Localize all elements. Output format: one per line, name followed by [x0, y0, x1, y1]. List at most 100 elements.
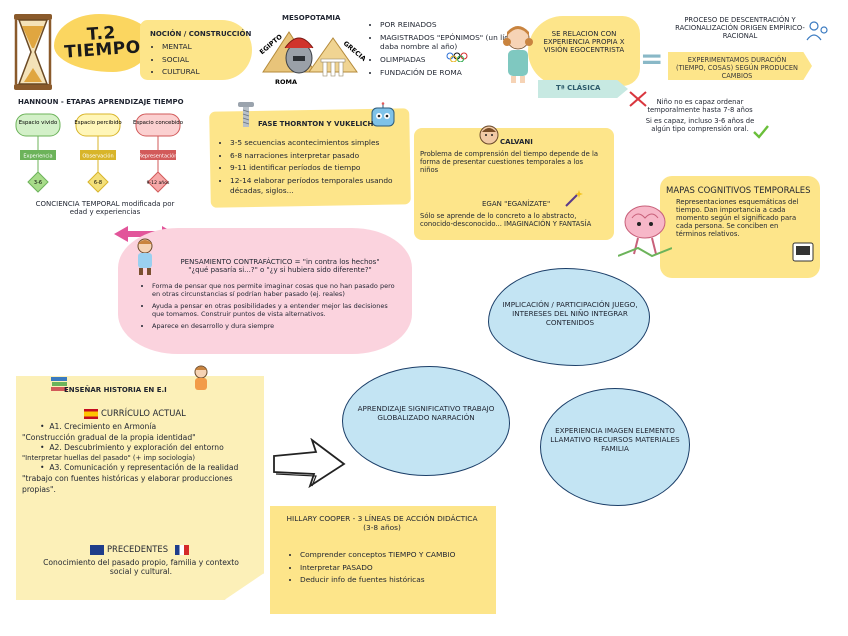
aprendizaje-cloud — [342, 366, 510, 476]
title-background — [54, 14, 152, 72]
hourglass-icon — [14, 14, 52, 90]
hannoun-title: HANNOUN - ETAPAS APRENDIZAJE TIEMPO — [18, 98, 184, 106]
list-item: POR REINADOS — [380, 20, 518, 30]
list-item: 9-11 identificar períodos de tiempo — [230, 163, 408, 173]
precedentes-text: Conocimiento del pasado propio, familia … — [43, 558, 239, 576]
roma-label: ROMA — [275, 78, 297, 86]
ensenar-note — [16, 376, 264, 600]
pensamiento-subtitle: "¿qué pasaría si...?" o "¿y si hubiera s… — [188, 266, 372, 274]
relacion-text: SE RELACION CON EXPERIENCIA PROPIA X VIS… — [543, 30, 625, 54]
france-flag-icon — [174, 544, 189, 555]
hillary-title: HILLARY COOPER - 3 LÍNEAS DE ACCIÓN DIDÁ… — [286, 514, 478, 532]
proceso-text: PROCESO DE DESCENTRACIÓN Y RACIONALIZACI… — [675, 16, 805, 40]
nino-line-2: Si es capaz, incluso 3-6 años de algún t… — [645, 117, 755, 133]
pensamiento-heading: PENSAMIENTO CONTRAFÁCTICO = "in contra l… — [180, 258, 380, 266]
olympic-rings-icon — [446, 52, 468, 62]
title-line-2: TIEMPO — [63, 37, 142, 63]
list-item: 12-14 elaborar períodos temporales usand… — [230, 176, 408, 195]
photo-icon — [792, 242, 814, 262]
cross-icon — [629, 91, 647, 107]
list-item: Ayuda a pensar en otras posibilidades y … — [152, 302, 400, 319]
dating-systems-list: POR REINADOS MAGISTRADOS "EPÓNIMOS" (un … — [368, 20, 518, 80]
mapas-title: MAPAS COGNITIVOS TEMPORALES — [666, 186, 811, 196]
pensamiento-list: Forma de pensar que nos permite imaginar… — [140, 282, 400, 333]
curriculo-item: A1. Crecimiento en Armonía — [49, 422, 157, 431]
mapas-text: Representaciones esquemáticas del tiempo… — [676, 198, 799, 238]
list-item: Forma de pensar que nos permite imaginar… — [152, 282, 400, 299]
stage-label: Espacio percibido — [74, 120, 121, 126]
ensenar-title: ENSEÑAR HISTORIA EN E.I — [64, 386, 167, 394]
precedentes-title: PRECEDENTES — [90, 544, 192, 555]
uk-flag-icon — [90, 544, 104, 555]
experiencia-cloud — [540, 388, 690, 506]
precedentes-label: PRECEDENTES — [107, 544, 169, 554]
clasica-label: Tª CLÁSICA — [556, 84, 601, 92]
nino-line-1: Niño no es capaz ordenar temporalmente h… — [647, 98, 753, 114]
list-item: Comprender conceptos TIEMPO Y CAMBIO — [300, 550, 488, 560]
nino-text: Niño no es capaz ordenar temporalmente h… — [640, 98, 760, 133]
big-arrow-icon — [273, 438, 346, 488]
spain-flag-icon — [84, 408, 98, 419]
magic-wand-icon — [565, 190, 583, 207]
pensamiento-cloud — [118, 228, 412, 354]
hillary-list: Comprender conceptos TIEMPO Y CAMBIO Int… — [288, 550, 488, 588]
girl-illustration — [503, 26, 533, 83]
student-icon — [194, 365, 208, 390]
stage-sub: Experiencia — [23, 154, 52, 160]
conciencia-text: CONCIENCIA TEMPORAL modificada por edad … — [35, 200, 175, 216]
list-item: CULTURAL — [162, 67, 200, 77]
list-item: • A2. Descubrimiento y exploración del e… — [40, 443, 224, 453]
implicacion-text: IMPLICACIÓN / PARTICIPACIÓN JUEGO, INTER… — [502, 300, 638, 327]
calvani-face-icon — [479, 125, 499, 145]
stage-sub: Representación — [139, 153, 178, 160]
curriculo-label: CURRÍCULO ACTUAL — [101, 408, 186, 418]
stage-sub: Observación — [82, 153, 113, 160]
checkmark-icon — [753, 125, 769, 139]
list-item: MAGISTRADOS "EPÓNIMOS" (un líder daba no… — [380, 33, 518, 52]
page-title: T.2 TIEMPO — [61, 23, 143, 63]
ancient-civilizations-illustration: EGIPTO GRECIA ROMA — [258, 31, 365, 86]
mesopotamia-title: MESOPOTAMIA — [282, 14, 341, 22]
clasica-arrow — [538, 80, 628, 98]
thinking-kid-icon — [137, 238, 153, 275]
list-item: Aparece en desarrollo y dura siempre — [152, 322, 400, 330]
experiment-background — [668, 52, 812, 80]
curriculo-list: • A1. Crecimiento en Armonía "Construcci… — [22, 422, 254, 495]
egan-name: EGAN "EGANÍZATE" — [482, 200, 551, 208]
pensamiento-title: PENSAMIENTO CONTRAFÁCTICO = "in contra l… — [170, 258, 390, 274]
list-item: "trabajo con fuentes históricas y elabor… — [22, 474, 233, 494]
relacion-background — [528, 16, 640, 86]
implicacion-cloud — [488, 268, 650, 366]
curriculo-item: A2. Descubrimiento y exploración del ent… — [49, 443, 224, 453]
list-item: 3-5 secuencias acontecimientos simples — [230, 138, 408, 148]
curriculo-title: CURRÍCULO ACTUAL — [84, 408, 186, 419]
list-item: • A1. Crecimiento en Armonía — [40, 422, 157, 431]
curriculo-item: A3. Comunicación y representación de la … — [49, 463, 239, 473]
calvani-name: CALVANI — [500, 138, 533, 146]
calvani-text: Problema de comprensión del tiempo depen… — [420, 150, 598, 174]
hillary-background — [270, 506, 496, 614]
list-item: MENTAL — [162, 42, 200, 52]
list-item: "Interpretar huellas del pasado" (+ imp … — [22, 453, 195, 462]
experiencia-text: EXPERIENCIA IMAGEN ELEMENTO LLAMATIVO RE… — [550, 426, 680, 453]
nocion-background — [140, 20, 252, 80]
list-item: 6-8 narraciones interpretar pasado — [230, 151, 408, 161]
list-item: FUNDACIÓN DE ROMA — [380, 68, 518, 78]
list-item: • A3. Comunicación y representación de l… — [40, 463, 239, 473]
thornton-list: 3-5 secuencias acontecimientos simples 6… — [218, 138, 408, 198]
stage-label: Espacio vivido — [19, 120, 58, 126]
screw-icon — [238, 102, 254, 127]
list-item: "Construcción gradual de la propia ident… — [22, 432, 196, 442]
thornton-title: FASE THORNTON Y VUKELICH — [258, 120, 374, 128]
list-item: OLIMPIADAS — [380, 55, 518, 65]
list-item: Interpretar PASADO — [300, 563, 488, 573]
equals-icon: = — [640, 42, 664, 75]
stage-age: 6-8 — [94, 180, 102, 186]
books-icon — [51, 377, 67, 391]
calvani-background — [414, 128, 614, 240]
egan-text: Sólo se aprende de lo concreto a lo abst… — [420, 212, 592, 228]
aprendizaje-text: APRENDIZAJE SIGNIFICATIVO TRABAJO GLOBAL… — [357, 404, 495, 422]
people-icon — [806, 21, 828, 41]
robot-icon — [371, 102, 395, 127]
stage-age: 9-12 años — [147, 180, 170, 186]
